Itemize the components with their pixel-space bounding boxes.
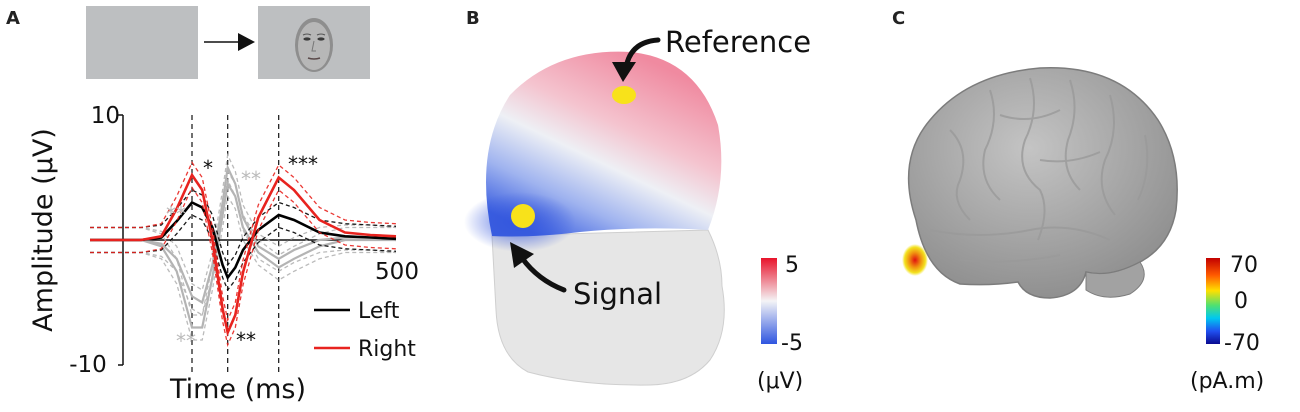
sig-star-170-grey: ** [241,167,261,191]
face-stimulus [258,6,370,79]
brain-source-map [902,67,1178,299]
series-right-ci-lower [90,186,397,348]
reference-electrode [612,86,636,104]
signal-electrode [511,204,535,228]
panel-c-letter: C [892,8,906,29]
series-grey-2 [90,163,397,305]
x-tick-label: 500 [375,259,419,285]
reference-label: Reference [665,25,811,59]
colorbar-c-mid: 0 [1234,289,1248,314]
sig-star-120-grey: ** [176,329,196,353]
y-tick-label-max: 10 [91,103,120,129]
scalp-topography: Reference Signal [464,25,811,386]
series-grey-2-ci-upper [90,152,397,292]
sig-star-100: * [203,156,213,180]
colorbar-b-max: 5 [785,253,799,278]
series-grey-2-ci-lower [90,177,397,317]
signal-arrow-icon [519,255,567,293]
signal-label: Signal [573,277,662,311]
blank-stimulus [86,6,198,79]
voltage-colorbar: 5 -5 (μV) [757,253,803,394]
colorbar-b-min: -5 [781,331,803,356]
erp-chart: 10 -10 500 Amplitude (μV) Time (ms) * **… [28,103,419,405]
sig-star-270: *** [288,152,318,176]
sig-star-70-grey: ** [166,202,186,226]
series-right [90,172,397,337]
panel-b-letter: B [466,8,480,29]
colorbar-c-unit: (pA.m) [1190,369,1264,394]
series-grey-1-ci-lower [90,194,396,341]
series-right-ci-upper [90,161,397,323]
colorbar-c-min: -70 [1224,331,1260,356]
colorbar-c-max: 70 [1230,253,1258,278]
source-colorbar: 70 0 -70 (pA.m) [1190,253,1264,394]
legend-label-left: Left [358,299,400,324]
x-axis-label: Time (ms) [169,374,306,405]
series-grey-1 [90,180,396,329]
series-grey-1-ci-upper [90,169,396,316]
y-axis-label: Amplitude (μV) [28,128,59,332]
colorbar-b-unit: (μV) [757,369,803,394]
activation-hotspot [902,244,928,276]
panel-a-letter: A [6,8,20,29]
series-left-ci-lower [90,214,397,292]
legend-label-right: Right [358,337,416,362]
stimulus-arrow-icon [204,33,255,51]
sig-star-170: ** [236,328,256,352]
y-tick-label-min: -10 [69,352,107,378]
potential-map [486,51,722,237]
